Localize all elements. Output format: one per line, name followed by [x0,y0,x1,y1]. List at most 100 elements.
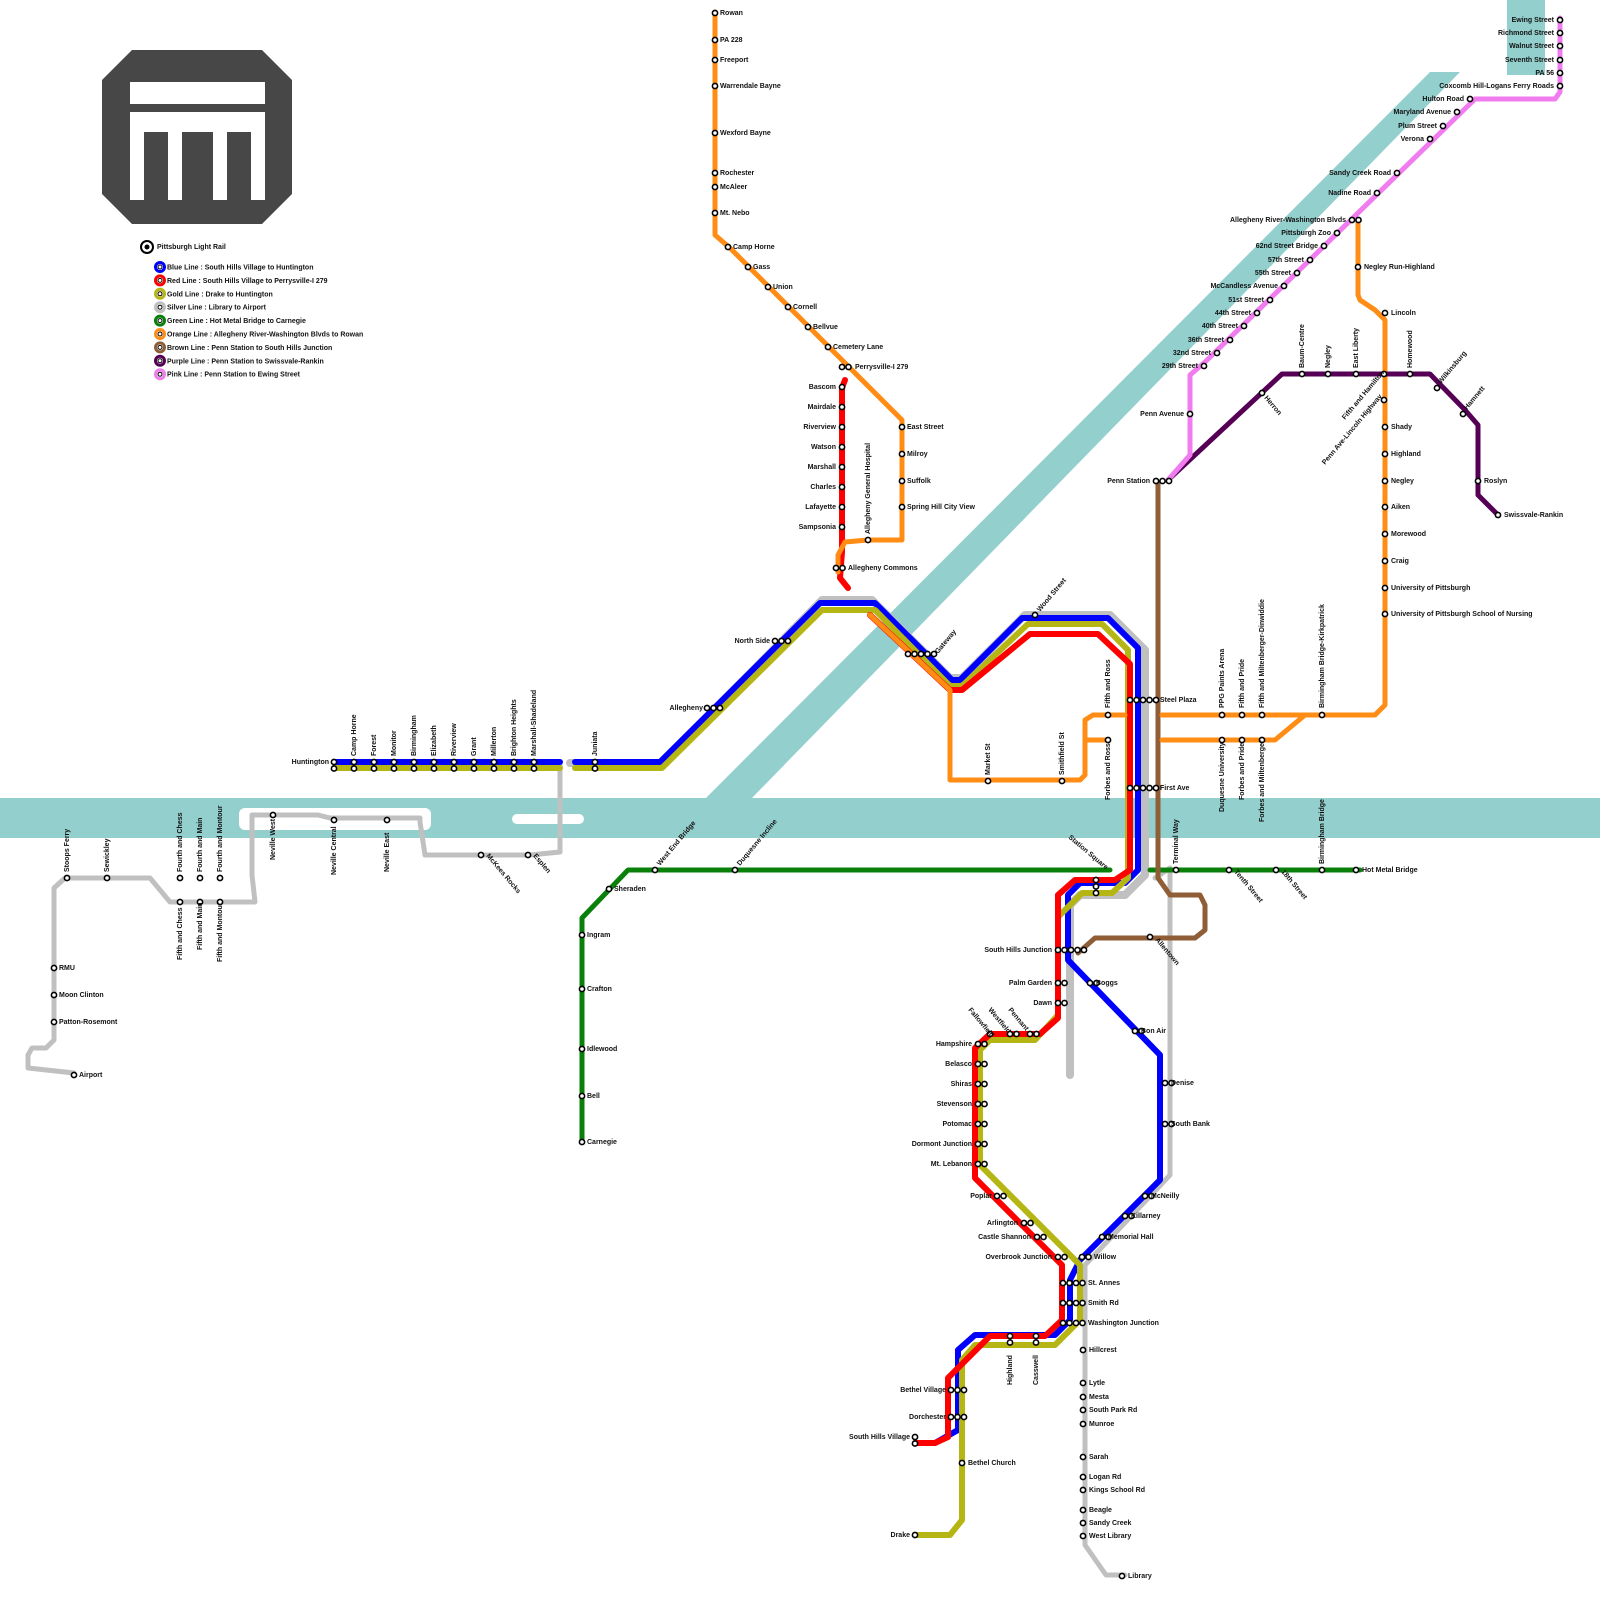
station-label-tenthst[interactable]: Tenth Street [1232,869,1264,905]
station-label-fifthchess[interactable]: Fifth and Chess [177,907,184,960]
station-label-hampshire[interactable]: Hampshire [936,1041,972,1048]
station-marker[interactable] [1054,999,1062,1007]
station-marker[interactable] [1152,784,1160,792]
station-label-sheraden[interactable]: Sheraden [614,886,646,893]
station-label-marketst[interactable]: Market St [985,743,992,775]
station-marker[interactable] [470,758,478,766]
station-label-mcaleer[interactable]: McAleer [720,184,748,191]
station-marker[interactable] [1354,263,1362,271]
station-marker[interactable] [1172,866,1180,874]
station-label-dawn[interactable]: Dawn [1033,1000,1052,1007]
station-marker[interactable] [1168,1120,1175,1128]
station-marker[interactable] [1026,1030,1034,1038]
station-label-elizabeth[interactable]: Elizabeth [431,725,438,756]
station-label-hamnett[interactable]: Hamnett [1463,385,1487,411]
station-marker[interactable] [898,477,906,485]
station-marker[interactable] [898,450,906,458]
station-marker[interactable] [1066,1279,1073,1287]
station-label-camphorne_w[interactable]: Camp Horne [351,714,358,756]
station-label-aghospital[interactable]: Allegheny General Hospital [865,443,872,534]
station-label-loganrd[interactable]: Logan Rd [1089,1474,1121,1481]
station-label-perrysville[interactable]: Perrysville-I 279 [855,364,908,371]
station-label-richmond[interactable]: Richmond Street [1498,30,1555,37]
station-label-verona[interactable]: Verona [1401,136,1424,143]
station-label-lincoln[interactable]: Lincoln [1391,310,1416,317]
station-label-gateway[interactable]: Gateway [934,629,958,656]
station-marker[interactable] [1079,1486,1087,1494]
station-marker[interactable] [947,1413,955,1421]
station-label-stoops[interactable]: Stoops Ferry [64,829,71,872]
station-label-upitt[interactable]: University of Pittsburgh [1391,585,1470,592]
station-label-library[interactable]: Library [1128,1573,1152,1580]
station-label-nevillewest[interactable]: Neville West [270,818,277,860]
station-marker[interactable] [993,1192,1001,1200]
station-label-57th[interactable]: 57th Street [1268,257,1305,264]
station-marker[interactable] [1426,135,1434,143]
station-marker[interactable] [1253,309,1261,317]
station-marker[interactable] [1032,1332,1040,1340]
station-marker[interactable] [477,851,485,859]
station-marker[interactable] [1381,584,1389,592]
station-marker[interactable] [1072,1279,1080,1287]
station-label-beagle[interactable]: Beagle [1089,1507,1112,1514]
station-marker[interactable] [1381,610,1389,618]
station-marker[interactable] [430,765,438,772]
station-marker[interactable] [1381,557,1389,565]
station-marker[interactable] [911,1440,919,1447]
station-marker[interactable] [1266,296,1274,304]
station-marker[interactable] [490,765,498,772]
station-label-birmingham[interactable]: Birmingham [411,715,418,756]
station-label-watson[interactable]: Watson [811,444,836,451]
station-label-airport[interactable]: Airport [79,1072,103,1079]
station-label-rowan[interactable]: Rowan [720,10,743,17]
station-label-potomac[interactable]: Potomac [942,1121,972,1128]
station-marker[interactable] [50,1018,58,1026]
station-marker[interactable] [103,874,111,882]
station-marker[interactable] [1218,711,1226,719]
station-marker[interactable] [1139,784,1147,792]
station-marker[interactable] [731,866,739,874]
station-marker[interactable] [410,758,418,766]
station-marker[interactable] [1080,946,1088,954]
station-marker[interactable] [1381,503,1389,511]
station-marker[interactable] [1061,946,1068,954]
station-marker[interactable] [1406,370,1414,378]
station-marker[interactable] [1240,322,1248,330]
station-label-29th[interactable]: 29th Street [1162,363,1199,370]
station-marker[interactable] [711,129,719,137]
station-label-55th[interactable]: 55th Street [1255,270,1292,277]
station-marker[interactable] [1161,1079,1169,1087]
station-marker[interactable] [744,263,752,271]
station-marker[interactable] [370,758,378,766]
station-marker[interactable] [917,650,925,658]
station-marker[interactable] [1138,1027,1145,1035]
station-marker[interactable] [1225,866,1233,874]
station-marker[interactable] [1079,1506,1087,1514]
station-marker[interactable] [838,523,846,531]
station-label-kingsschool[interactable]: Kings School Rd [1089,1487,1145,1494]
station-marker[interactable] [1213,349,1221,357]
station-label-allegheny[interactable]: Allegheny [670,705,704,712]
station-label-mtlebanon[interactable]: Mt. Lebanon [931,1161,972,1168]
station-label-fifthmain[interactable]: Fifth and Main [197,903,204,950]
station-label-terminalway[interactable]: Terminal Way [1173,819,1180,864]
station-label-homewood[interactable]: Homewood [1407,330,1414,368]
station-marker[interactable] [838,363,846,371]
station-label-pghzoo[interactable]: Pittsburgh Zoo [1281,230,1331,237]
station-label-forest[interactable]: Forest [371,734,378,756]
station-marker[interactable] [947,1386,955,1394]
station-marker[interactable] [1079,1406,1087,1414]
station-marker[interactable] [1146,933,1154,941]
station-marker[interactable] [1074,946,1081,954]
station-marker[interactable] [958,1459,966,1467]
station-label-juniata[interactable]: Juniata [592,731,599,756]
station-marker[interactable] [930,650,938,658]
station-label-belasco[interactable]: Belasco [945,1061,972,1068]
station-marker[interactable] [390,765,398,772]
station-label-carnegie[interactable]: Carnegie [587,1139,617,1146]
station-marker[interactable] [1040,1233,1047,1241]
station-marker[interactable] [1032,1339,1040,1346]
station-label-arlington[interactable]: Arlington [987,1220,1018,1227]
station-marker[interactable] [1380,370,1388,378]
station-label-plum[interactable]: Plum Street [1398,123,1438,130]
